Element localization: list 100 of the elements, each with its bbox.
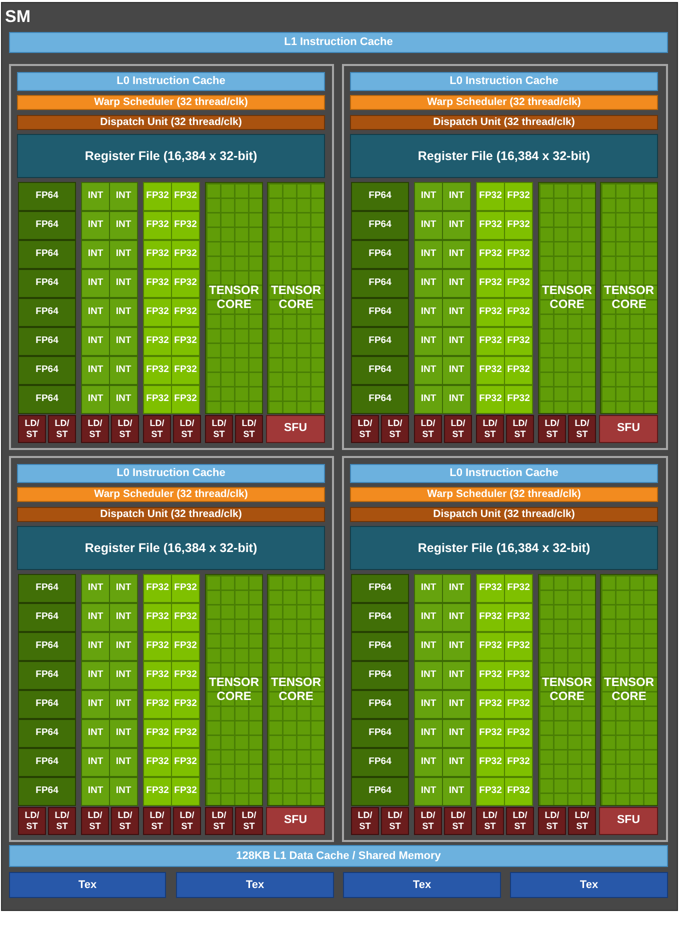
int-unit: INT: [109, 690, 138, 719]
int-unit: INT: [442, 385, 471, 414]
fp64-unit: FP64: [18, 661, 76, 690]
load-store-unit: LD/ ST: [444, 807, 472, 835]
load-store-unit: LD/ ST: [414, 415, 442, 443]
fp32-unit: FP32: [171, 385, 200, 414]
fp64-unit: FP64: [351, 603, 409, 632]
int-unit: INT: [414, 632, 443, 661]
int-unit: INT: [414, 690, 443, 719]
fp64-unit: FP64: [18, 603, 76, 632]
fp64-unit: FP64: [18, 632, 76, 661]
cache-bar: L0 Instruction Cache: [350, 464, 658, 483]
int-unit: INT: [109, 182, 138, 211]
int-unit: INT: [109, 777, 138, 806]
int-unit: INT: [414, 240, 443, 269]
fp64-unit: FP64: [351, 719, 409, 748]
fp64-unit: FP64: [351, 385, 409, 414]
load-store-unit: LD/ ST: [81, 807, 109, 835]
scheduler-bar: Warp Scheduler (32 thread/clk): [17, 487, 325, 502]
int-unit: INT: [109, 327, 138, 356]
cache-bar: 128KB L1 Data Cache / Shared Memory: [9, 845, 668, 867]
int-unit: INT: [109, 211, 138, 240]
fp32-unit: FP32: [476, 298, 505, 327]
load-store-unit: LD/ ST: [173, 807, 201, 835]
fp32-unit: FP32: [143, 632, 172, 661]
fp32-unit: FP32: [504, 182, 533, 211]
int-unit: INT: [109, 385, 138, 414]
fp32-unit: FP32: [171, 298, 200, 327]
int-unit: INT: [109, 240, 138, 269]
fp32-unit: FP32: [504, 269, 533, 298]
fp32-unit: FP32: [476, 574, 505, 603]
int-unit: INT: [81, 240, 110, 269]
texture-unit: Tex: [510, 872, 668, 898]
fp32-unit: FP32: [476, 777, 505, 806]
partition-panel: [9, 456, 334, 842]
fp64-unit: FP64: [18, 748, 76, 777]
int-unit: INT: [81, 356, 110, 385]
load-store-unit: LD/ ST: [568, 807, 596, 835]
texture-unit: Tex: [343, 872, 501, 898]
int-unit: INT: [81, 211, 110, 240]
int-unit: INT: [109, 574, 138, 603]
fp32-unit: FP32: [504, 748, 533, 777]
load-store-unit: LD/ ST: [538, 415, 566, 443]
fp32-unit: FP32: [143, 356, 172, 385]
load-store-unit: LD/ ST: [351, 415, 379, 443]
fp64-unit: FP64: [351, 690, 409, 719]
fp64-unit: FP64: [18, 298, 76, 327]
fp64-unit: FP64: [351, 211, 409, 240]
load-store-unit: LD/ ST: [476, 807, 504, 835]
load-store-unit: LD/ ST: [538, 807, 566, 835]
cache-bar: L1 Instruction Cache: [9, 32, 668, 53]
int-unit: INT: [414, 748, 443, 777]
fp32-unit: FP32: [143, 298, 172, 327]
partition-panel: [342, 64, 668, 450]
fp32-unit: FP32: [476, 356, 505, 385]
int-unit: INT: [81, 298, 110, 327]
load-store-unit: LD/ ST: [143, 415, 171, 443]
fp64-unit: FP64: [351, 240, 409, 269]
dispatch-bar: Dispatch Unit (32 thread/clk): [17, 507, 325, 522]
fp32-unit: FP32: [143, 182, 172, 211]
fp32-unit: FP32: [504, 690, 533, 719]
fp32-unit: FP32: [476, 661, 505, 690]
load-store-unit: LD/ ST: [235, 807, 263, 835]
int-unit: INT: [442, 632, 471, 661]
fp32-unit: FP32: [504, 603, 533, 632]
fp64-unit: FP64: [18, 385, 76, 414]
fp64-unit: FP64: [18, 269, 76, 298]
fp32-unit: FP32: [171, 748, 200, 777]
fp32-unit: FP32: [171, 719, 200, 748]
fp32-unit: FP32: [476, 211, 505, 240]
dispatch-bar: Dispatch Unit (32 thread/clk): [17, 115, 325, 130]
int-unit: INT: [442, 777, 471, 806]
int-unit: INT: [442, 327, 471, 356]
fp64-unit: FP64: [18, 182, 76, 211]
register-file-block: Register File (16,384 x 32-bit): [350, 134, 658, 178]
int-unit: INT: [414, 603, 443, 632]
int-unit: INT: [442, 574, 471, 603]
fp32-unit: FP32: [504, 385, 533, 414]
int-unit: INT: [109, 748, 138, 777]
fp64-unit: FP64: [351, 182, 409, 211]
int-unit: INT: [81, 327, 110, 356]
tensor-core-block: TENSOR CORE: [600, 574, 658, 806]
fp32-unit: FP32: [143, 777, 172, 806]
tensor-core-block: TENSOR CORE: [267, 574, 325, 806]
fp64-unit: FP64: [18, 356, 76, 385]
fp32-unit: FP32: [143, 211, 172, 240]
sm-panel: [1, 2, 678, 911]
fp32-unit: FP32: [171, 632, 200, 661]
fp64-unit: FP64: [351, 777, 409, 806]
int-unit: INT: [442, 240, 471, 269]
fp32-unit: FP32: [171, 574, 200, 603]
fp64-unit: FP64: [18, 327, 76, 356]
int-unit: INT: [109, 269, 138, 298]
load-store-unit: LD/ ST: [111, 415, 139, 443]
load-store-unit: LD/ ST: [81, 415, 109, 443]
register-file-block: Register File (16,384 x 32-bit): [17, 526, 325, 570]
int-unit: INT: [81, 661, 110, 690]
fp32-unit: FP32: [143, 385, 172, 414]
fp32-unit: FP32: [476, 719, 505, 748]
int-unit: INT: [414, 385, 443, 414]
